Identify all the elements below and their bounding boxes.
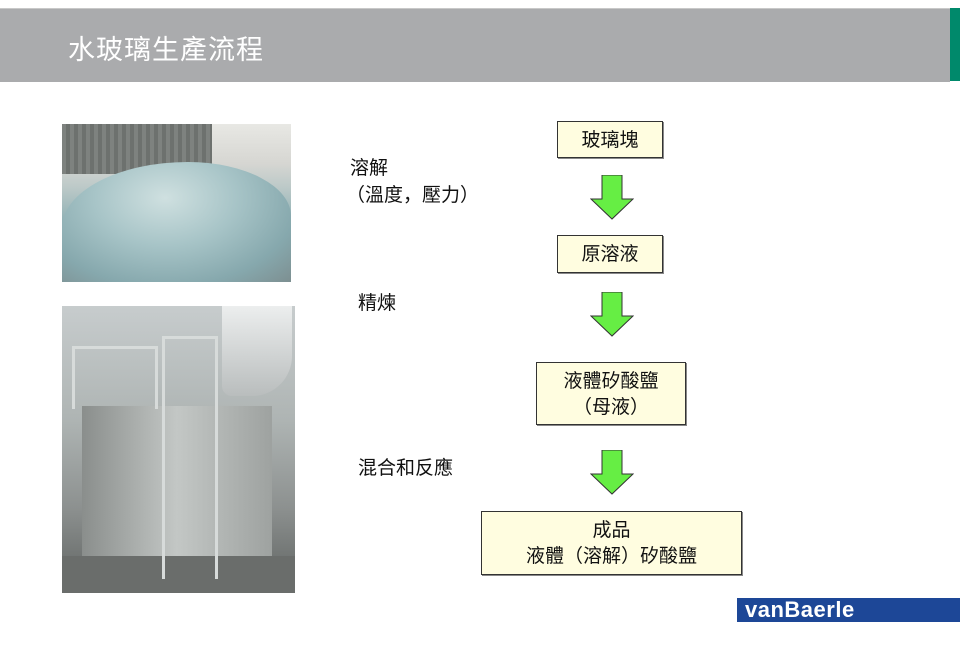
glass-lumps-photo	[62, 124, 291, 282]
dissolver-plant-photo	[62, 306, 295, 593]
down-arrow-icon	[590, 450, 634, 495]
flow-box-final-product: 成品 液體（溶解）矽酸鹽	[481, 511, 742, 575]
title-bar	[0, 8, 950, 82]
flow-box-glass-lumps: 玻璃塊	[557, 121, 663, 158]
down-arrow-icon	[590, 292, 634, 337]
flow-box-text: 液體（溶解）矽酸鹽	[525, 545, 697, 567]
step-label-dissolve: 溶解	[350, 157, 389, 179]
step-label-refine: 精煉	[358, 292, 397, 314]
flow-box-raw-solution: 原溶液	[557, 235, 663, 273]
title-bar-accent	[950, 8, 960, 81]
flow-box-text: 玻璃塊	[581, 128, 639, 151]
slide-title: 水玻璃生產流程	[68, 35, 264, 66]
down-arrow-icon	[590, 175, 634, 220]
flow-box-text: 原溶液	[581, 243, 639, 265]
flow-box-text: （母液）	[572, 395, 649, 418]
vanbaerle-logo: vanBaerle	[737, 598, 960, 622]
flow-box-liquid-silicate: 液體矽酸鹽 （母液）	[536, 362, 686, 425]
flow-box-text: 液體矽酸鹽	[563, 369, 659, 392]
flow-box-text: 成品	[592, 519, 631, 541]
step-label-mix-react: 混合和反應	[358, 457, 454, 479]
step-label-conditions: （溫度，壓力）	[346, 184, 480, 206]
